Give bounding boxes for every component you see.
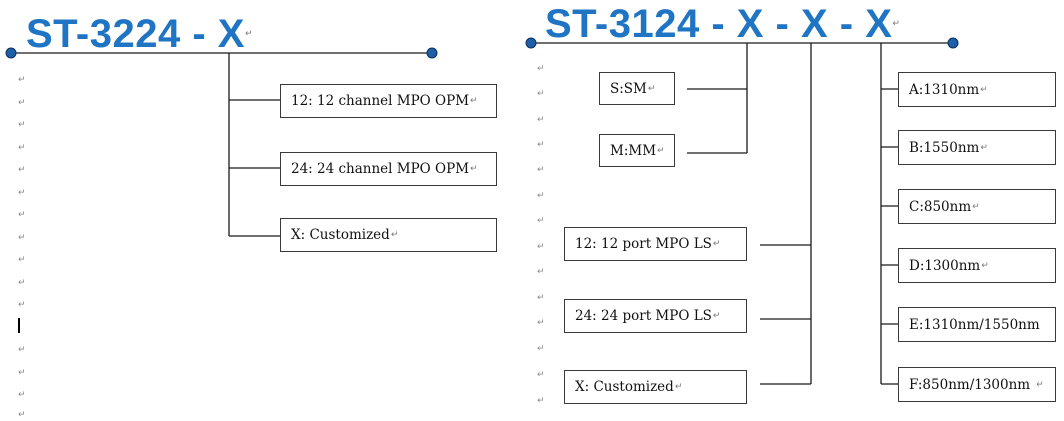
port-label: 24: 24 port MPO LS bbox=[575, 308, 712, 324]
paragraph-mark: ↵ bbox=[537, 318, 545, 328]
fiber-box-sm: S:SM↵ bbox=[599, 72, 675, 105]
option-box-12ch: 12: 12 channel MPO OPM↵ bbox=[280, 84, 497, 118]
paragraph-mark: ↵ bbox=[537, 89, 545, 99]
option-label: 12: 12 channel MPO OPM bbox=[291, 93, 470, 109]
text-cursor bbox=[18, 318, 20, 333]
paragraph-mark: ↵ bbox=[537, 267, 545, 277]
return-mark: ↵ bbox=[647, 83, 656, 94]
title-st3124-text: ST-3124 - X - X - X bbox=[545, 2, 893, 46]
wavelength-box-e: E:1310nm/1550nm bbox=[898, 307, 1056, 342]
option-label: X: Customized bbox=[291, 227, 390, 243]
port-box-24: 24: 24 port MPO LS↵ bbox=[564, 299, 747, 333]
wavelength-label: F:850nm/1300nm bbox=[909, 376, 1031, 393]
wavelength-box-c: C:850nm↵ bbox=[898, 189, 1056, 224]
title-st3224-text: ST-3224 - X bbox=[26, 12, 245, 56]
paragraph-mark: ↵ bbox=[537, 64, 545, 74]
return-mark: ↵ bbox=[712, 311, 721, 321]
title-st3224: ST-3224 - X↵ bbox=[26, 14, 253, 54]
return-mark: ↵ bbox=[980, 142, 988, 153]
paragraph-mark: ↵ bbox=[537, 344, 545, 354]
paragraph-mark: ↵ bbox=[18, 390, 26, 400]
paragraph-mark: ↵ bbox=[18, 410, 26, 420]
option-label: 24: 24 channel MPO OPM bbox=[291, 161, 470, 177]
paragraph-mark: ↵ bbox=[18, 165, 26, 175]
return-mark: ↵ bbox=[972, 201, 980, 212]
wavelength-box-f: F:850nm/1300nm ↵ bbox=[898, 367, 1056, 402]
paragraph-mark: ↵ bbox=[537, 191, 545, 201]
return-mark: ↵ bbox=[1036, 379, 1044, 390]
paragraph-mark: ↵ bbox=[18, 368, 26, 378]
wavelength-label: A:1310nm bbox=[909, 81, 980, 98]
return-mark: ↵ bbox=[657, 145, 665, 156]
paragraph-mark: ↵ bbox=[18, 98, 26, 108]
wavelength-label: D:1300nm bbox=[909, 257, 981, 274]
port-box-customized: X: Customized↵ bbox=[564, 370, 747, 404]
paragraph-mark: ↵ bbox=[18, 210, 26, 220]
port-box-12: 12: 12 port MPO LS↵ bbox=[564, 227, 747, 261]
wavelength-box-b: B:1550nm↵ bbox=[898, 130, 1056, 165]
return-mark: ↵ bbox=[981, 260, 989, 271]
wavelength-label: C:850nm bbox=[909, 198, 972, 215]
paragraph-mark: ↵ bbox=[537, 293, 545, 303]
paragraph-mark: ↵ bbox=[18, 278, 26, 288]
wavelength-label: B:1550nm bbox=[909, 139, 980, 156]
fiber-label: S:SM bbox=[610, 80, 647, 97]
paragraph-mark: ↵ bbox=[537, 165, 545, 175]
return-mark: ↵ bbox=[674, 382, 683, 392]
return-mark: ↵ bbox=[470, 164, 478, 174]
option-box-customized-left: X: Customized↵ bbox=[280, 218, 497, 252]
return-mark: ↵ bbox=[244, 29, 253, 39]
paragraph-mark: ↵ bbox=[537, 396, 545, 406]
paragraph-mark: ↵ bbox=[18, 233, 26, 243]
paragraph-mark: ↵ bbox=[537, 370, 545, 380]
paragraph-mark: ↵ bbox=[537, 242, 545, 252]
paragraph-mark: ↵ bbox=[537, 140, 545, 150]
paragraph-mark: ↵ bbox=[18, 75, 26, 85]
port-label: X: Customized bbox=[575, 379, 674, 395]
paragraph-mark: ↵ bbox=[537, 115, 545, 125]
paragraph-mark: ↵ bbox=[18, 143, 26, 153]
fiber-box-mm: M:MM↵ bbox=[599, 134, 675, 167]
paragraph-mark: ↵ bbox=[537, 216, 545, 226]
option-box-24ch: 24: 24 channel MPO OPM↵ bbox=[280, 152, 497, 186]
port-label: 12: 12 port MPO LS bbox=[575, 236, 712, 252]
return-mark: ↵ bbox=[470, 96, 478, 106]
return-mark: ↵ bbox=[712, 239, 721, 249]
wavelength-box-a: A:1310nm↵ bbox=[898, 72, 1056, 107]
wavelength-box-d: D:1300nm↵ bbox=[898, 248, 1056, 283]
return-mark: ↵ bbox=[892, 19, 901, 29]
paragraph-mark: ↵ bbox=[18, 120, 26, 130]
title-st3124: ST-3124 - X - X - X↵ bbox=[545, 4, 900, 44]
paragraph-mark: ↵ bbox=[18, 255, 26, 265]
paragraph-mark: ↵ bbox=[18, 188, 26, 198]
return-mark: ↵ bbox=[390, 230, 399, 240]
paragraph-mark: ↵ bbox=[18, 345, 26, 355]
return-mark: ↵ bbox=[980, 84, 988, 95]
wavelength-label: E:1310nm/1550nm bbox=[909, 316, 1040, 333]
paragraph-mark: ↵ bbox=[18, 300, 26, 310]
fiber-label: M:MM bbox=[610, 142, 657, 159]
